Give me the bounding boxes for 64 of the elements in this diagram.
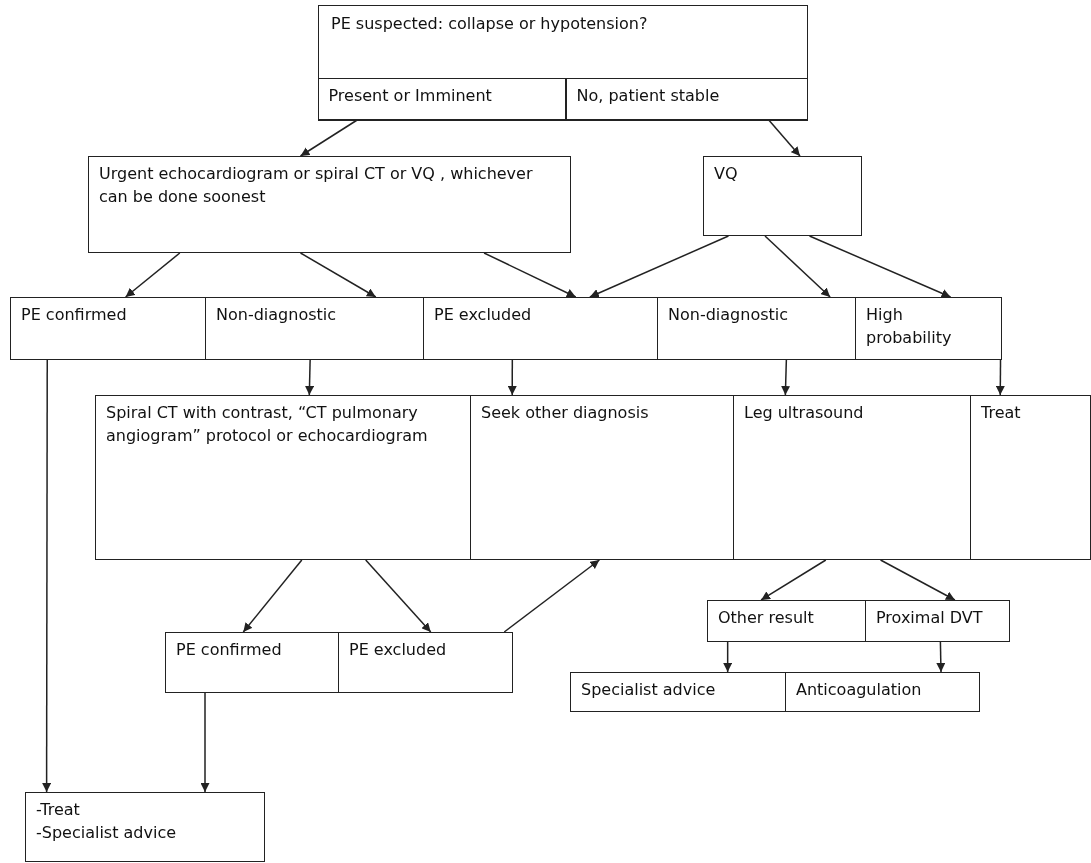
arrow [879, 559, 956, 601]
process-box [703, 156, 862, 236]
process-box [205, 297, 424, 360]
node-text: Non-diagnostic [668, 304, 789, 326]
node-text: High probability [866, 304, 953, 350]
node-text: PE suspected: collapse or hypotension? [331, 13, 649, 35]
arrow [483, 252, 577, 298]
arrow [808, 235, 952, 298]
arrow [364, 559, 432, 633]
arrow [723, 641, 733, 673]
process-box [317, 78, 566, 120]
node-text: Proximal DVT [876, 607, 984, 629]
process-box [707, 600, 866, 642]
process-box [423, 297, 658, 360]
arrow [200, 692, 210, 793]
node-text: Other result [718, 607, 815, 629]
arrow [305, 359, 314, 396]
process-box [657, 297, 856, 360]
process-box [865, 600, 1010, 642]
node-text: Specialist advice [581, 679, 717, 701]
node-text: PE excluded [434, 304, 533, 326]
node-text: PE confirmed [21, 304, 128, 326]
arrow [299, 119, 358, 157]
process-box [470, 395, 734, 560]
node-text: Treat [981, 402, 1022, 424]
node-text: Non-diagnostic [216, 304, 337, 326]
node-text: PE excluded [349, 639, 448, 661]
process-box [785, 672, 980, 712]
node-text: No, patient stable [576, 85, 721, 107]
arrow [507, 359, 517, 396]
process-box [570, 672, 786, 712]
process-box [565, 78, 808, 120]
node-text: -Treat [36, 799, 81, 821]
node-text: Spiral CT with contrast, “CT pulmonary angiogram” protocol or echocardiogram [106, 402, 429, 448]
arrow [995, 359, 1005, 396]
arrow [764, 235, 831, 298]
arrow [503, 559, 601, 633]
arrow [299, 252, 377, 298]
node-text: Anticoagulation [796, 679, 923, 701]
process-box [88, 156, 571, 253]
arrow [768, 119, 801, 157]
arrow [760, 559, 827, 601]
process-box [733, 395, 971, 560]
arrow [42, 359, 52, 793]
process-box [95, 395, 471, 560]
arrow [781, 359, 791, 396]
process-box [855, 297, 1002, 360]
process-box [338, 632, 513, 693]
process-box [970, 395, 1091, 560]
process-box [10, 297, 206, 360]
arrow [124, 252, 181, 298]
arrow [936, 641, 946, 673]
node-text: -Specialist advice [36, 822, 178, 845]
node-text: Urgent echocardiogram or spiral CT or VQ , whichever can be done soonest [99, 163, 534, 209]
node-text: Leg ultrasound [744, 402, 865, 424]
arrow [242, 559, 303, 633]
node-text: Present or Imminent [328, 85, 493, 107]
process-box [165, 632, 339, 693]
process-box [318, 5, 808, 121]
node-text: VQ [714, 163, 739, 185]
node-text: Seek other diagnosis [481, 402, 650, 424]
arrow [589, 235, 730, 298]
process-box [25, 792, 265, 862]
node-text: PE confirmed [176, 639, 283, 661]
